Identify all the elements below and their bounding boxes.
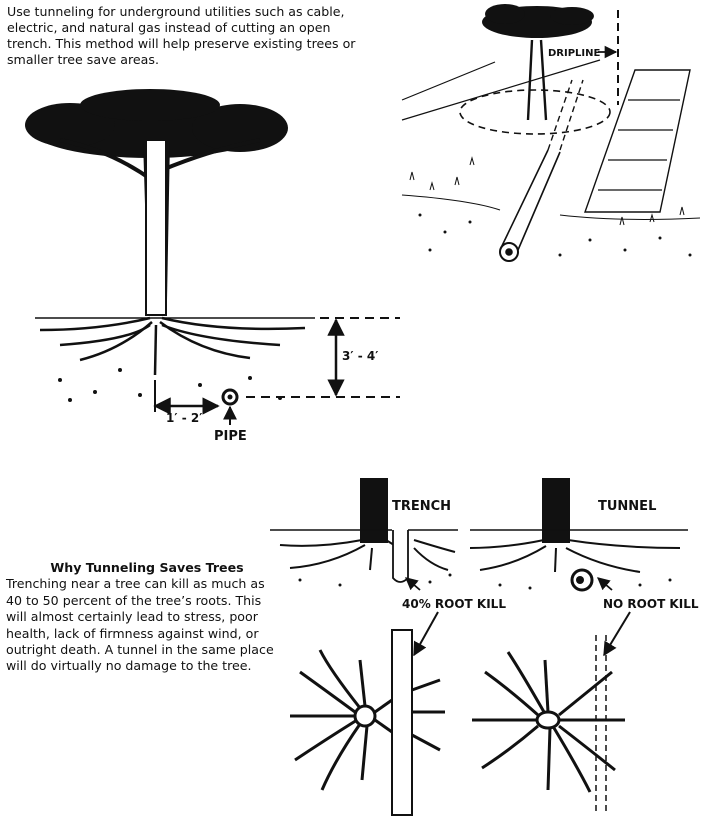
- intro-text: Use tunneling for underground utilities …: [7, 4, 356, 67]
- dripline-tree-canopy: [482, 4, 594, 38]
- root-kill-40-label: 40% ROOT KILL: [402, 597, 506, 611]
- trench-label: TRENCH: [392, 499, 451, 514]
- trench-cut-strip: [391, 629, 413, 816]
- dripline-label: DRIPLINE: [548, 48, 601, 59]
- tunnel-root-top-view: [472, 651, 625, 793]
- pipe-label: PIPE: [214, 429, 247, 444]
- main-tree-canopy: [25, 89, 288, 158]
- tunnel-label: TUNNEL: [598, 499, 656, 514]
- why-body: Trenching near a tree can kill as much a…: [6, 576, 274, 674]
- no-root-kill-label: NO ROOT KILL: [603, 597, 699, 611]
- why-title: Why Tunneling Saves Trees: [50, 560, 244, 575]
- dripline-landscape-illustration: [401, 4, 701, 262]
- tree-tunnel-illustration: [25, 89, 400, 425]
- dripline-circle: [459, 89, 611, 135]
- trench-cross-section: [270, 478, 458, 587]
- tunnel-cross-section: [469, 478, 688, 592]
- tunnel-path-dashed: [595, 635, 607, 815]
- trench-root-top-view: [290, 649, 445, 791]
- depth-label: 3′ - 4′: [342, 349, 378, 363]
- offset-label: 1′ - 2′: [166, 411, 202, 425]
- why-tunneling-section: Why Tunneling Saves Trees Trenching near…: [6, 560, 276, 675]
